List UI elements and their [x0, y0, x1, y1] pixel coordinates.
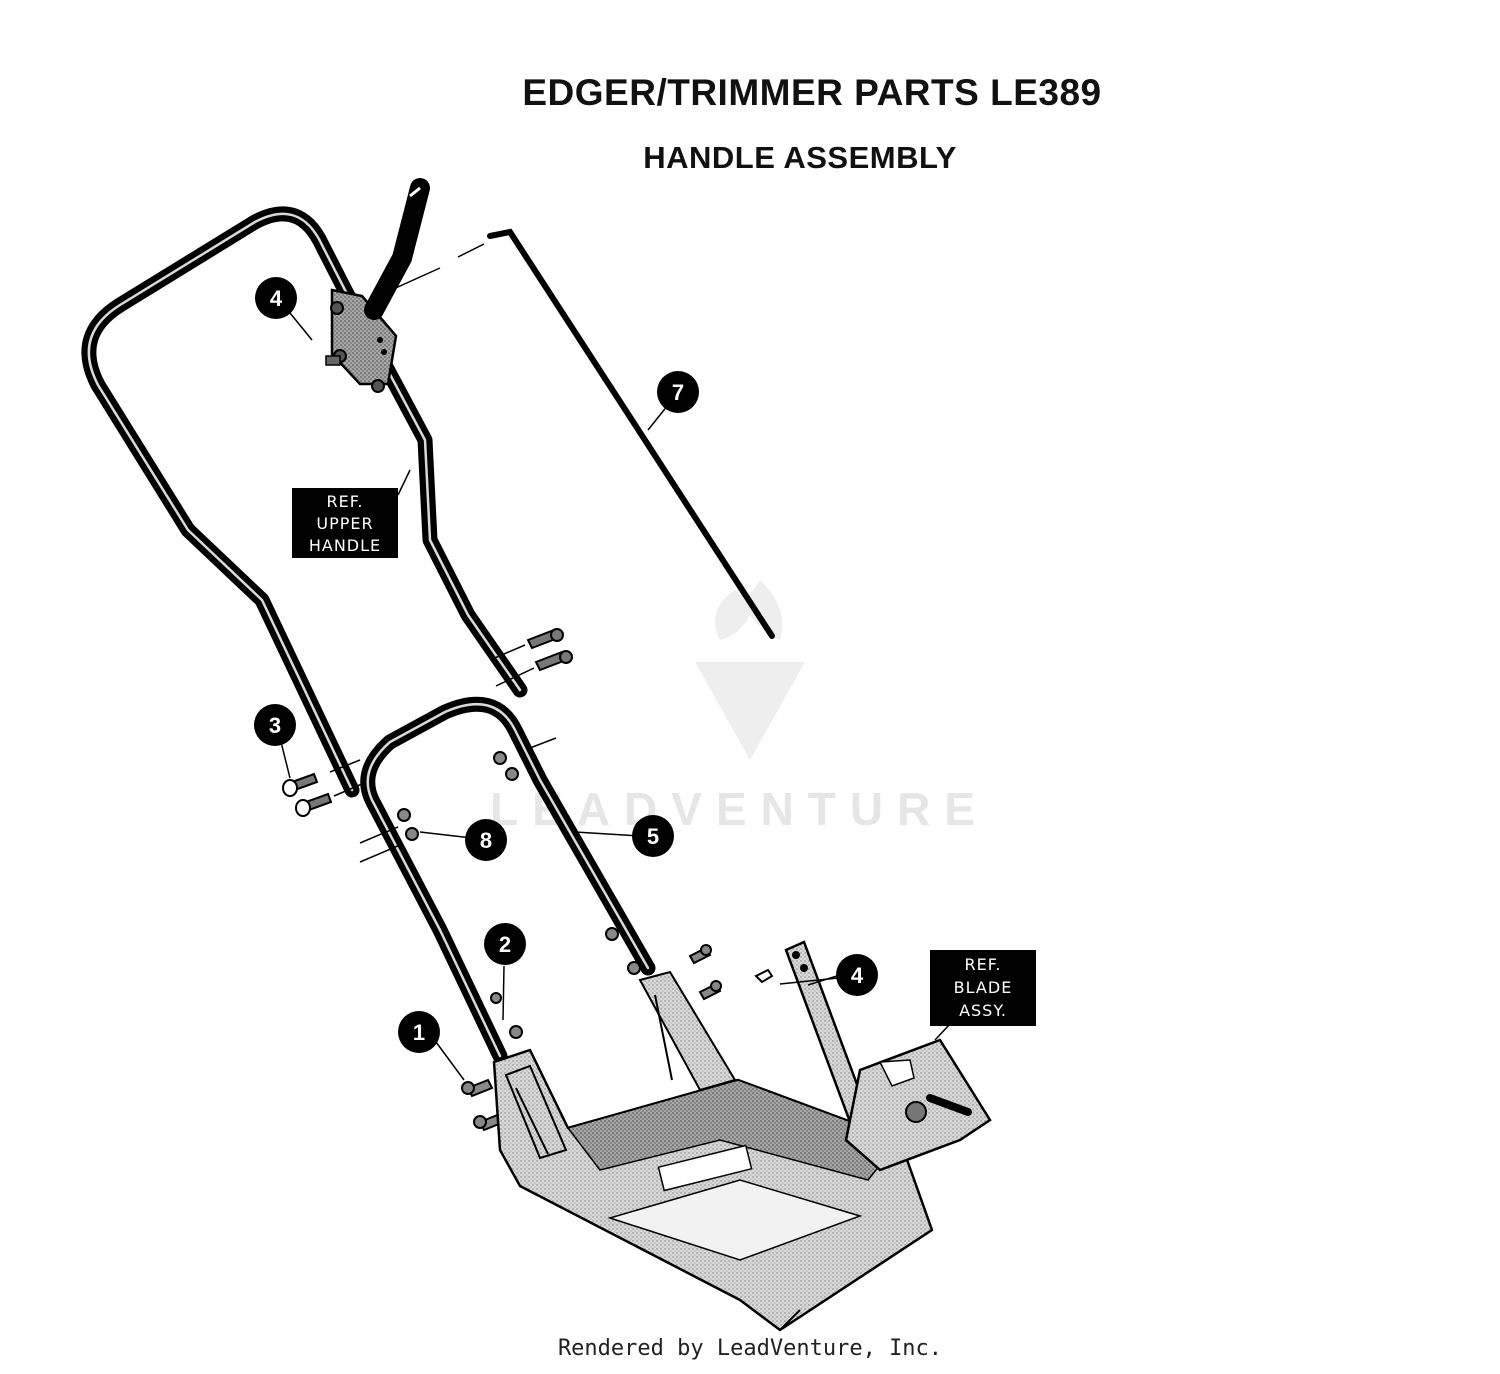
svg-text:HANDLE: HANDLE: [309, 536, 381, 555]
svg-text:BLADE: BLADE: [954, 978, 1013, 997]
nuts-8: [359, 737, 557, 863]
callout-5: 5: [632, 815, 674, 857]
callout-8: 8: [465, 819, 507, 861]
svg-text:2: 2: [499, 932, 511, 957]
svg-text:3: 3: [269, 713, 281, 738]
svg-text:1: 1: [413, 1020, 425, 1045]
callout-7: 7: [657, 371, 699, 413]
footer-credit: Rendered by LeadVenture, Inc.: [557, 1336, 943, 1361]
svg-text:UPPER: UPPER: [316, 514, 373, 533]
lower-handle: [360, 696, 656, 1064]
callout-3: 3: [254, 704, 296, 746]
callout-4-top: 4: [255, 277, 297, 319]
svg-text:4: 4: [851, 963, 864, 988]
svg-text:ASSY.: ASSY.: [959, 1001, 1007, 1020]
svg-text:REF.: REF.: [327, 492, 364, 511]
control-rod: [379, 228, 775, 639]
bolts-upper: [489, 628, 573, 687]
upper-handle: [81, 206, 528, 798]
callout-4-bottom: 4: [836, 954, 878, 996]
page-title: EDGER/TRIMMER PARTS LE389: [522, 72, 1102, 113]
svg-text:7: 7: [672, 380, 684, 405]
callout-2: 2: [484, 923, 526, 965]
svg-text:5: 5: [647, 824, 659, 849]
base-deck: [492, 970, 934, 1332]
svg-text:4: 4: [270, 286, 283, 311]
control-bracket: [325, 178, 430, 393]
leader-lines: [280, 312, 841, 1081]
svg-text:8: 8: [480, 828, 492, 853]
blade-assembly: [844, 1023, 992, 1172]
page-subtitle: HANDLE ASSEMBLY: [643, 140, 957, 175]
callout-1: 1: [398, 1011, 440, 1053]
ref-blade-assy-label: REF. BLADE ASSY.: [930, 950, 1036, 1026]
ref-upper-handle-label: REF. UPPER HANDLE: [292, 488, 398, 558]
screws-3: [282, 759, 363, 817]
svg-text:REF.: REF.: [965, 955, 1002, 974]
